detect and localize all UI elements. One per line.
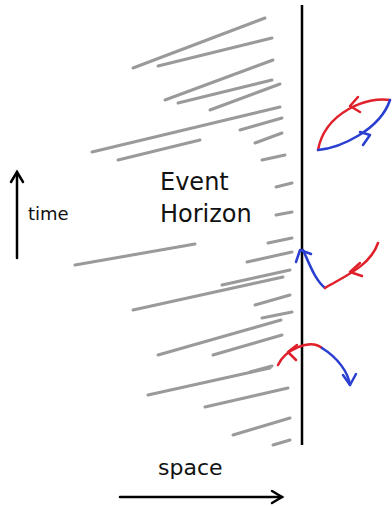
horizon-line	[301, 5, 304, 445]
horizon-hatching	[75, 18, 292, 445]
axis-label: time	[28, 203, 88, 225]
region-label: Event Horizon	[160, 166, 278, 231]
particle-pairs	[278, 97, 390, 385]
axis-label: space	[158, 455, 268, 481]
